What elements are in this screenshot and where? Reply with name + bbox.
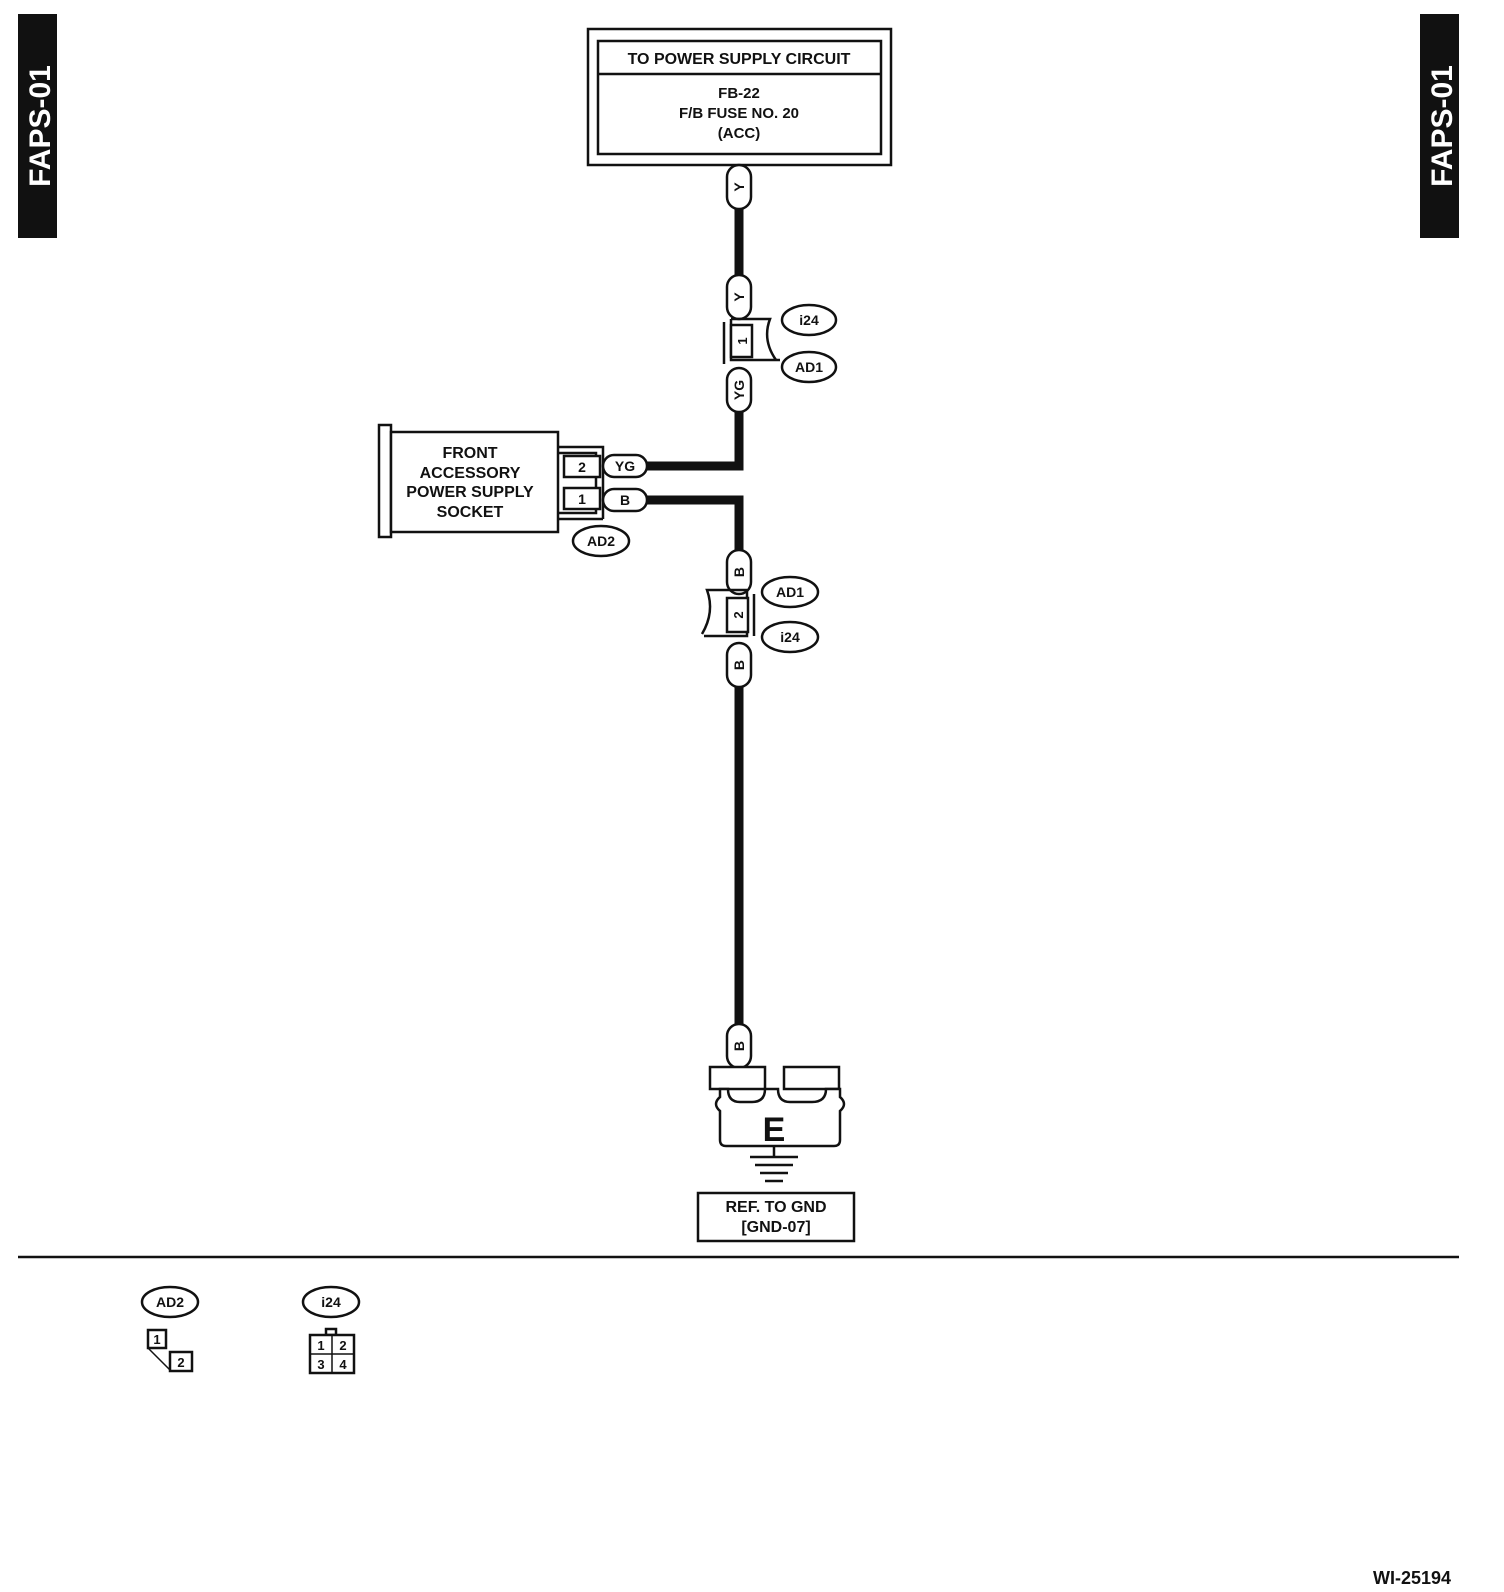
- lower-connector-label-top: AD1: [776, 584, 804, 600]
- legend-ad2-label: AD2: [156, 1294, 184, 1310]
- power-box-line3: (ACC): [718, 125, 761, 142]
- lower-connector: 2 AD1 i24: [700, 575, 820, 654]
- socket-connector-id: AD2: [587, 533, 615, 549]
- wire-label-lower-conn-bottom: B: [725, 641, 753, 689]
- legend-i24-pin4: 4: [339, 1357, 347, 1372]
- power-box-line1: FB-22: [718, 85, 760, 102]
- tab-right-label: FAPS-01: [1426, 65, 1459, 187]
- wire-label-upper-conn-top-text: Y: [731, 292, 747, 302]
- tab-left: FAPS-01: [18, 14, 57, 238]
- socket-wire-pin1: B: [620, 492, 630, 508]
- upper-connector-label-top: i24: [799, 312, 819, 328]
- wire-label-top: Y: [725, 163, 753, 211]
- upper-connector-pin: 1: [735, 337, 750, 344]
- legend-ad2-pin1: 1: [153, 1332, 160, 1347]
- wire-label-ground: B: [725, 1022, 753, 1070]
- socket-pin-top: 2: [578, 459, 586, 475]
- legend-i24-pin3: 3: [317, 1357, 324, 1372]
- figure-id: WI-25194: [1373, 1568, 1451, 1588]
- legend-i24: i24 1 2 3 4: [301, 1285, 361, 1375]
- power-box-line2: F/B FUSE NO. 20: [679, 105, 799, 122]
- socket-line2: ACCESSORY: [420, 465, 521, 482]
- wire-label-top-text: Y: [731, 182, 747, 192]
- accessory-socket: FRONT ACCESSORY POWER SUPPLY SOCKET 2 1 …: [377, 423, 649, 558]
- socket-line3: POWER SUPPLY: [406, 484, 534, 501]
- ground-letter: E: [763, 1111, 786, 1149]
- wire-label-ground-text: B: [731, 1041, 747, 1051]
- legend-i24-label: i24: [321, 1294, 341, 1310]
- legend-ad2-pin2: 2: [177, 1355, 184, 1370]
- legend-ad2: AD2 1 2: [140, 1285, 200, 1373]
- socket-pin-bottom: 1: [578, 491, 586, 507]
- wire-label-lower-conn-bottom-text: B: [731, 660, 747, 670]
- socket-wire-pin2: YG: [615, 458, 635, 474]
- lower-connector-label-bottom: i24: [780, 629, 800, 645]
- socket-line1: FRONT: [442, 445, 497, 462]
- wire-label-lower-conn-top: B: [725, 548, 753, 596]
- power-supply-box: TO POWER SUPPLY CIRCUIT FB-22 F/B FUSE N…: [586, 27, 893, 167]
- wire-label-upper-conn-top: Y: [725, 273, 753, 321]
- legend-i24-pin2: 2: [339, 1338, 346, 1353]
- ground-ref-line2: [GND-07]: [741, 1219, 810, 1236]
- lower-connector-pin: 2: [731, 611, 746, 618]
- wires: [644, 205, 744, 1025]
- upper-connector: 1 i24 AD1: [722, 303, 838, 384]
- wire-label-upper-conn-bottom: YG: [725, 366, 753, 414]
- ground-terminal: E REF. TO GND [GND-07]: [696, 1065, 856, 1243]
- socket-line4: SOCKET: [437, 504, 504, 521]
- ground-ref-line1: REF. TO GND: [725, 1199, 826, 1216]
- legend-i24-pin1: 1: [317, 1338, 324, 1353]
- wire-label-lower-conn-top-text: B: [731, 567, 747, 577]
- power-box-title: TO POWER SUPPLY CIRCUIT: [628, 51, 851, 68]
- tab-right: FAPS-01: [1420, 14, 1459, 238]
- wire-label-upper-conn-bottom-text: YG: [731, 380, 747, 400]
- upper-connector-label-bottom: AD1: [795, 359, 823, 375]
- tab-left-label: FAPS-01: [24, 65, 57, 187]
